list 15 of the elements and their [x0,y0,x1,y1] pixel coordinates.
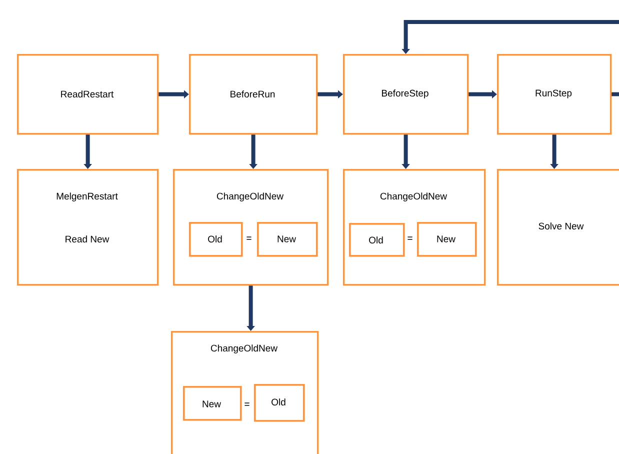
value-box: Old [189,222,243,257]
process-box: RunStep [497,54,612,135]
equals-sign: = [408,236,412,240]
process-box: Solve New [497,169,619,286]
equals-sign: = [246,236,252,240]
process-box: MelgenRestart Read New [17,169,159,286]
value-box: Old [349,223,405,257]
value-box: New [183,386,242,421]
value-box: New [417,222,477,257]
process-box: ReadRestart [17,54,159,135]
value-box: New [257,222,318,257]
value-box: Old [254,384,305,422]
process-box: BeforeRun [189,54,318,135]
equals-sign: = [244,402,250,406]
process-box: BeforeStep [343,54,469,135]
